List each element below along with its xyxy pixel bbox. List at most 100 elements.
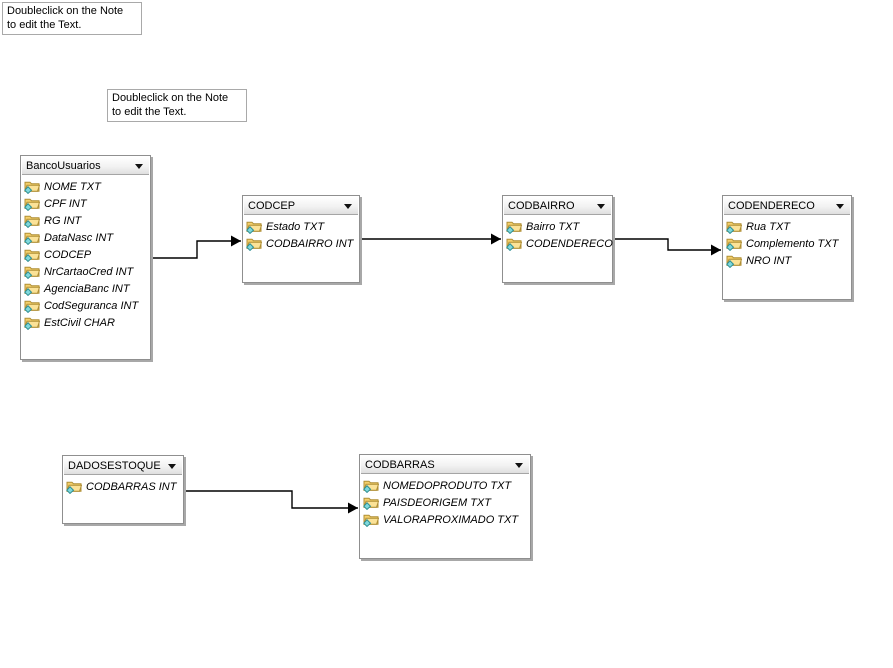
- entity-table-dadosestoque[interactable]: DADOSESTOQUE CODBARRAS INT: [62, 455, 184, 524]
- field-row[interactable]: NOME TXT: [21, 178, 150, 195]
- field-row[interactable]: DataNasc INT: [21, 229, 150, 246]
- field-row[interactable]: Bairro TXT: [503, 218, 612, 235]
- field-label: CodSeguranca INT: [44, 299, 139, 312]
- field-row[interactable]: AgenciaBanc INT: [21, 280, 150, 297]
- field-label: RG INT: [44, 214, 82, 227]
- entity-table-codcep[interactable]: CODCEP Estado TXT CODBAIRRO INT: [242, 195, 360, 283]
- field-label: DataNasc INT: [44, 231, 114, 244]
- chevron-down-icon[interactable]: [515, 462, 523, 468]
- entity-title: CODBAIRRO: [508, 199, 575, 212]
- folder-key-icon: [24, 232, 40, 245]
- field-row[interactable]: CODENDERECO: [503, 235, 613, 252]
- entity-title: DADOSESTOQUE: [68, 459, 161, 472]
- field-row[interactable]: Estado TXT: [243, 218, 359, 235]
- field-label: VALORAPROXIMADO TXT: [383, 513, 519, 526]
- field-label: NOMEDOPRODUTO TXT: [383, 479, 512, 492]
- field-row[interactable]: NOMEDOPRODUTO TXT: [360, 477, 530, 494]
- field-row[interactable]: EstCivil CHAR: [21, 314, 150, 331]
- folder-key-icon: [24, 300, 40, 313]
- folder-key-icon: [726, 221, 742, 234]
- entity-title: CODCEP: [248, 199, 296, 212]
- field-label: AgenciaBanc INT: [44, 282, 130, 295]
- entity-body: CODBARRAS INT: [63, 476, 183, 495]
- field-label: CODENDERECO: [526, 237, 613, 250]
- entity-header[interactable]: CODBARRAS: [361, 456, 529, 474]
- field-label: NrCartaoCred INT: [44, 265, 134, 278]
- field-row[interactable]: Complemento TXT: [723, 235, 851, 252]
- field-row[interactable]: NrCartaoCred INT: [21, 263, 150, 280]
- field-label: Estado TXT: [266, 220, 325, 233]
- folder-key-icon: [726, 238, 742, 251]
- entity-body: NOMEDOPRODUTO TXT PAISDEORIGEM TXT VALORAP…: [360, 475, 530, 528]
- chevron-down-icon[interactable]: [135, 163, 143, 169]
- field-label: NOME TXT: [44, 180, 101, 193]
- entity-body: Bairro TXT CODENDERECO: [503, 216, 613, 252]
- entity-header[interactable]: CODCEP: [244, 197, 358, 215]
- connector-codbairro-codendereco[interactable]: [613, 238, 721, 256]
- entity-header[interactable]: BancoUsuarios: [22, 157, 149, 175]
- folder-key-icon: [24, 198, 40, 211]
- note[interactable]: Doubleclick on the Note to edit the Text.: [107, 89, 247, 122]
- field-label: Rua TXT: [746, 220, 791, 233]
- field-row[interactable]: CODBARRAS INT: [63, 478, 183, 495]
- folder-key-icon: [24, 266, 40, 279]
- field-row[interactable]: CodSeguranca INT: [21, 297, 150, 314]
- folder-key-icon: [66, 481, 82, 494]
- field-label: Complemento TXT: [746, 237, 839, 250]
- field-row[interactable]: CODBAIRRO INT: [243, 235, 359, 252]
- entity-header[interactable]: DADOSESTOQUE: [64, 457, 182, 475]
- folder-key-icon: [24, 317, 40, 330]
- field-label: CODBARRAS INT: [86, 480, 177, 493]
- note-text-line: Doubleclick on the Note: [112, 92, 229, 104]
- entity-table-codendereco[interactable]: CODENDERECO Rua TXT Complemento TXT NRO INT: [722, 195, 852, 300]
- note-text-line: to edit the Text.: [7, 19, 82, 31]
- folder-key-icon: [246, 238, 262, 251]
- entity-header[interactable]: CODENDERECO: [724, 197, 850, 215]
- field-row[interactable]: CODCEP: [21, 246, 150, 263]
- folder-key-icon: [24, 215, 40, 228]
- entity-table-codbairro[interactable]: CODBAIRRO Bairro TXT CODENDERECO: [502, 195, 613, 283]
- field-label: EstCivil CHAR: [44, 316, 115, 329]
- entity-title: BancoUsuarios: [26, 159, 101, 172]
- field-label: CODBAIRRO INT: [266, 237, 354, 250]
- chevron-down-icon[interactable]: [597, 203, 605, 209]
- chevron-down-icon[interactable]: [344, 203, 352, 209]
- field-row[interactable]: CPF INT: [21, 195, 150, 212]
- note-text-line: to edit the Text.: [112, 106, 187, 118]
- field-row[interactable]: PAISDEORIGEM TXT: [360, 494, 530, 511]
- entity-title: CODENDERECO: [728, 199, 815, 212]
- field-row[interactable]: NRO INT: [723, 252, 851, 269]
- field-row[interactable]: RG INT: [21, 212, 150, 229]
- connector-bancousuarios-codcep[interactable]: [151, 235, 241, 259]
- folder-key-icon: [246, 221, 262, 234]
- folder-key-icon: [506, 221, 522, 234]
- field-row[interactable]: Rua TXT: [723, 218, 851, 235]
- entity-table-codbarras[interactable]: CODBARRAS NOMEDOPRODUTO TXT PAISDEORIGEM T…: [359, 454, 531, 559]
- folder-key-icon: [24, 249, 40, 262]
- folder-key-icon: [726, 255, 742, 268]
- field-label: Bairro TXT: [526, 220, 580, 233]
- entity-body: Estado TXT CODBAIRRO INT: [243, 216, 359, 252]
- field-label: NRO INT: [746, 254, 792, 267]
- folder-key-icon: [24, 181, 40, 194]
- folder-key-icon: [363, 514, 379, 527]
- entity-title: CODBARRAS: [365, 458, 435, 471]
- note[interactable]: Doubleclick on the Note to edit the Text.: [2, 2, 142, 35]
- field-label: CODCEP: [44, 248, 92, 261]
- chevron-down-icon[interactable]: [836, 203, 844, 209]
- entity-header[interactable]: CODBAIRRO: [504, 197, 611, 215]
- field-label: PAISDEORIGEM TXT: [383, 496, 491, 509]
- folder-key-icon: [363, 480, 379, 493]
- folder-key-icon: [24, 283, 40, 296]
- entity-body: Rua TXT Complemento TXT NRO INT: [723, 216, 851, 269]
- note-text-line: Doubleclick on the Note: [7, 5, 124, 17]
- field-row[interactable]: VALORAPROXIMADO TXT: [360, 511, 530, 528]
- folder-key-icon: [363, 497, 379, 510]
- chevron-down-icon[interactable]: [168, 463, 176, 469]
- connector-dadosestoque-codbarras[interactable]: [184, 490, 358, 514]
- entity-body: NOME TXT CPF INT RG INT DataNasc INT CODCEP N…: [21, 176, 150, 331]
- folder-key-icon: [506, 238, 522, 251]
